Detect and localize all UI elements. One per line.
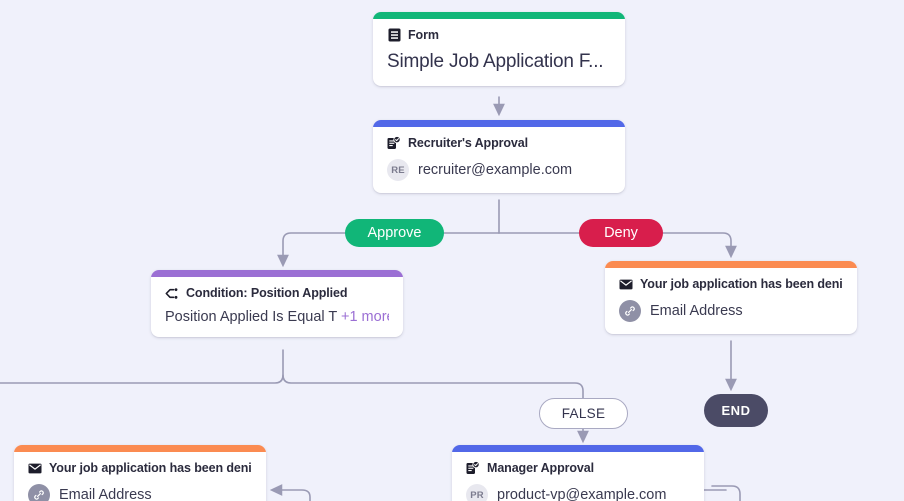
node-header-label: Recruiter's Approval [408,136,528,150]
node-accent-bar [151,270,403,277]
node-manager-approval[interactable]: Manager Approval PR product-vp@example.c… [452,445,704,501]
badge-deny[interactable]: Deny [579,219,663,247]
assignee-email: product-vp@example.com [497,487,667,501]
node-condition-position-applied[interactable]: Condition: Position Applied Position App… [151,270,403,337]
avatar: RE [387,159,409,181]
form-title: Simple Job Application F... [387,51,604,72]
node-header-label: Manager Approval [487,461,594,475]
badge-deny-label: Deny [604,225,638,241]
condition-more-link[interactable]: +1 more [341,309,389,325]
link-icon [619,300,641,322]
assignee-email: recruiter@example.com [418,162,573,178]
email-field-label: Email Address [59,487,152,501]
approval-icon [466,461,480,475]
condition-rule-text: Position Applied Is Equal T [165,309,337,325]
avatar: PR [466,484,488,501]
node-accent-bar [14,445,266,452]
edge-deny-to-email [662,232,737,259]
edge-condition-false [282,374,584,399]
envelope-icon [619,277,633,291]
node-email-denied-right[interactable]: Your job application has been deni Email… [605,261,857,334]
badge-false-label: FALSE [561,406,606,421]
node-header-label: Condition: Position Applied [186,286,348,300]
envelope-icon [28,461,42,475]
node-accent-bar [373,12,625,19]
node-header-label: Form [408,28,439,42]
node-header-label: Your job application has been deni [640,277,843,291]
node-accent-bar [452,445,704,452]
node-accent-bar [373,120,625,127]
badge-end-label: END [721,403,751,418]
form-icon [387,28,401,42]
approval-icon [387,136,401,150]
node-header-label: Your job application has been deni [49,461,252,475]
badge-approve[interactable]: Approve [345,219,444,247]
link-icon [28,484,50,501]
edge-manager-loop [711,485,741,501]
node-email-denied-bottom-left[interactable]: Your job application has been deni Email… [14,445,266,501]
badge-end[interactable]: END [704,394,768,427]
badge-approve-label: Approve [367,225,422,241]
edge-condition-true-left [0,349,284,384]
node-form[interactable]: Form Simple Job Application F... [373,12,625,86]
badge-false[interactable]: FALSE [539,398,628,429]
condition-icon [165,286,179,300]
node-recruiters-approval[interactable]: Recruiter's Approval RE recruiter@exampl… [373,120,625,193]
edge-into-bottom-left-email [269,484,311,501]
edge-approve-to-condition [277,232,346,268]
node-accent-bar [605,261,857,268]
email-field-label: Email Address [650,303,743,319]
